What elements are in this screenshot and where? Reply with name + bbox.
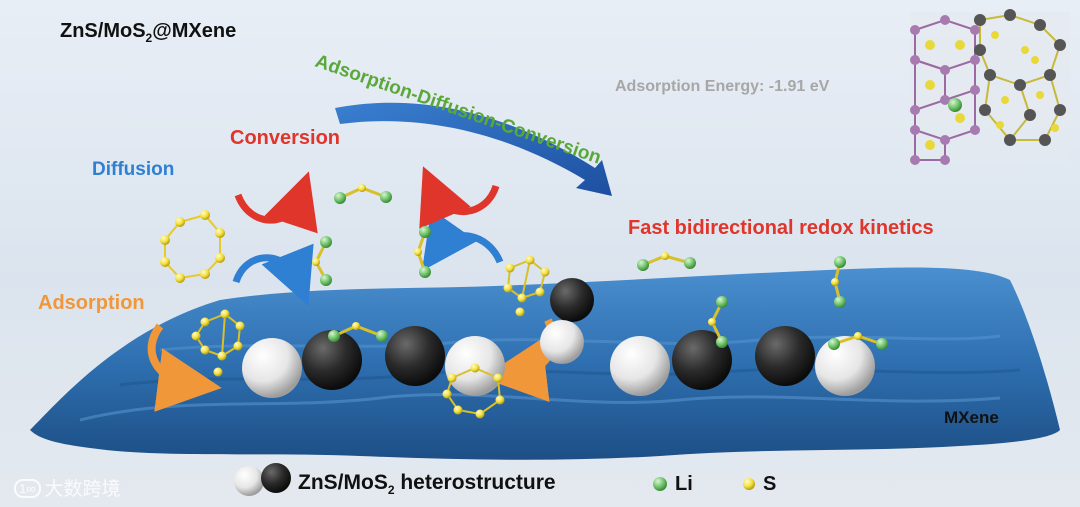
fast-kinetics-label: Fast bidirectional redox kinetics <box>628 217 934 239</box>
diffusion-arrow <box>232 243 314 306</box>
inset-atoms <box>910 9 1066 165</box>
adsorbed-lithium-polysulfide <box>828 332 888 350</box>
adsorbed-lithium-polysulfide <box>328 322 388 342</box>
sulfur-atoms <box>191 309 245 377</box>
conversion-arrow <box>419 166 500 229</box>
watermark: 1∞大数跨境 <box>14 474 121 501</box>
conversion-arrow <box>234 171 318 234</box>
crystal-structure-inset <box>910 9 1070 165</box>
adsorbed-lithium-polysulfide <box>708 296 728 348</box>
mxene-label: MXene <box>944 408 999 427</box>
lithium-polysulfide <box>831 256 846 308</box>
conversion-label: Conversion <box>230 127 341 149</box>
lithium-polysulfide <box>637 252 696 271</box>
watermark-logo-icon: 1∞ <box>14 479 41 498</box>
lithium-polysulfide <box>414 226 431 278</box>
diffusion-label: Diffusion <box>92 159 175 180</box>
sulfur-atoms <box>160 210 225 283</box>
process-arrow <box>335 102 612 196</box>
adsorption-energy-label: Adsorption Energy: -1.91 eV <box>615 78 830 95</box>
legend-li-icon <box>653 477 667 491</box>
lithium-polysulfide <box>334 184 392 204</box>
adsorption-label: Adsorption <box>38 292 145 314</box>
legend-li-label: Li <box>675 473 693 495</box>
diffusion-arrow <box>421 208 504 271</box>
page-title: ZnS/MoS2@MXene <box>60 20 237 45</box>
heterostructure-spheres <box>242 278 875 398</box>
watermark-text: 大数跨境 <box>44 479 121 500</box>
legend-s-icon <box>743 478 755 490</box>
sulfur-atoms <box>503 255 550 317</box>
sulfur-atoms <box>442 363 505 419</box>
polysulfide-s8-ring <box>164 213 221 280</box>
lithium-polysulfide <box>312 236 332 286</box>
legend-heterostructure-icon <box>234 463 291 496</box>
adsorption-arrow <box>147 323 222 412</box>
legend-heterostructure-label: ZnS/MoS2 heterostructure <box>298 471 556 498</box>
legend-s-label: S <box>763 473 777 495</box>
